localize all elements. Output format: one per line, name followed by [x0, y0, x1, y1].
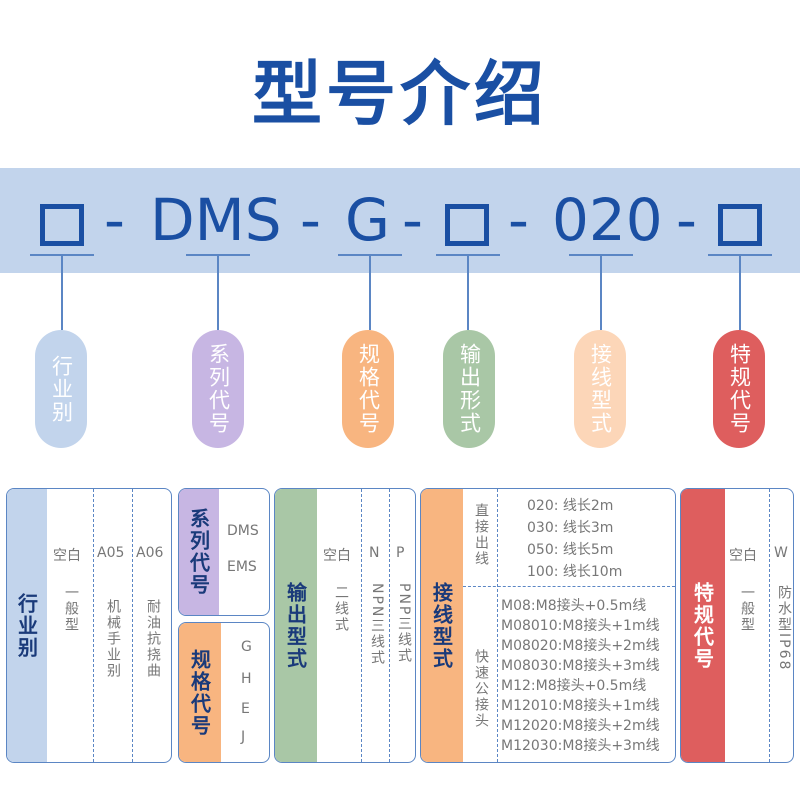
special-code-box — [718, 204, 762, 246]
pill-output: 输出形式 — [443, 330, 495, 448]
special-table-header: 特规代号 — [681, 489, 725, 762]
code-separator: - — [676, 186, 697, 254]
divider — [132, 489, 133, 762]
wiring-table-header: 接线型式 — [421, 489, 463, 762]
series-table-header: 系列代号 — [179, 489, 219, 615]
industry-desc: 机械手业别 — [105, 599, 121, 679]
industry-code-box — [40, 204, 84, 246]
page-title: 型号介绍 — [252, 53, 548, 135]
output-code: 空白 — [323, 548, 351, 564]
wiring-option: M12030:M8接头+3m线 — [501, 738, 660, 754]
spec-table: 规格代号 G H E J — [178, 622, 270, 763]
pill-spec: 规格代号 — [342, 330, 394, 448]
special-code: W — [774, 545, 788, 561]
code-separator: - — [104, 186, 125, 254]
wiring-option: M08010:M8接头+1m线 — [501, 618, 660, 634]
wiring-option: M12020:M8接头+2m线 — [501, 718, 660, 734]
special-table: 特规代号 空白 一般型 W 防水型IP68 — [680, 488, 794, 763]
wiring-option: M08020:M8接头+2m线 — [501, 638, 660, 654]
pill-industry: 行业别 — [35, 330, 87, 448]
pill-special: 特规代号 — [713, 330, 765, 448]
spec-item: H — [241, 671, 252, 687]
wiring-table: 接线型式 直接出线 020: 线长2m 030: 线长3m 050: 线长5m … — [420, 488, 676, 763]
series-item: EMS — [227, 559, 257, 575]
industry-table: 行业别 空白 一般型 A05 机械手业别 A06 耐油抗挠曲 — [6, 488, 172, 763]
industry-desc: 耐油抗挠曲 — [145, 599, 161, 679]
spec-code: G — [345, 186, 390, 254]
connector-line — [600, 255, 602, 330]
connector-line — [217, 255, 219, 330]
output-code: N — [369, 545, 380, 561]
divider — [93, 489, 94, 762]
divider — [389, 489, 390, 762]
divider — [497, 489, 498, 762]
output-desc: PNP三线式 — [396, 583, 412, 665]
output-code: P — [396, 545, 405, 561]
code-separator: - — [402, 186, 423, 254]
divider — [463, 586, 675, 587]
output-code-box — [445, 204, 489, 246]
connector-line — [467, 255, 469, 330]
divider — [361, 489, 362, 762]
series-table: 系列代号 DMS EMS — [178, 488, 270, 616]
wiring-option: M08:M8接头+0.5m线 — [501, 598, 647, 614]
spec-item: G — [241, 639, 252, 655]
wiring-option: M12010:M8接头+1m线 — [501, 698, 660, 714]
wiring-option: M08030:M8接头+3m线 — [501, 658, 660, 674]
wiring-group-label: 快速公接头 — [473, 649, 489, 729]
pill-series: 系列代号 — [192, 330, 244, 448]
spec-item: E — [241, 701, 250, 717]
wire-code: 020 — [552, 186, 663, 254]
spec-item: J — [241, 729, 246, 745]
code-separator: - — [508, 186, 529, 254]
output-table: 输出型式 空白 二线式 N NPN三线式 P PNP三线式 — [274, 488, 416, 763]
special-desc: 防水型IP68 — [776, 585, 792, 672]
code-separator: - — [300, 186, 321, 254]
special-code: 空白 — [729, 548, 757, 564]
connector-line — [739, 255, 741, 330]
connector-line — [369, 255, 371, 330]
industry-table-header: 行业别 — [7, 489, 47, 762]
output-desc: NPN三线式 — [369, 583, 385, 667]
spec-table-header: 规格代号 — [179, 623, 221, 762]
wiring-option: 030: 线长3m — [527, 520, 614, 536]
wiring-option: 100: 线长10m — [527, 564, 623, 580]
industry-code: A05 — [97, 545, 125, 561]
connector-line — [61, 255, 63, 330]
industry-code: A06 — [136, 545, 164, 561]
special-desc: 一般型 — [739, 585, 755, 633]
divider — [769, 489, 770, 762]
wiring-option: M12:M8接头+0.5m线 — [501, 678, 647, 694]
output-desc: 二线式 — [333, 585, 349, 633]
wiring-option: 020: 线长2m — [527, 498, 614, 514]
wiring-option: 050: 线长5m — [527, 542, 614, 558]
output-table-header: 输出型式 — [275, 489, 317, 762]
series-item: DMS — [227, 523, 259, 539]
wiring-group-label: 直接出线 — [473, 503, 489, 567]
industry-desc: 一般型 — [63, 585, 79, 633]
series-code: DMS — [150, 186, 282, 254]
pill-wiring: 接线型式 — [574, 330, 626, 448]
industry-code: 空白 — [53, 548, 81, 564]
